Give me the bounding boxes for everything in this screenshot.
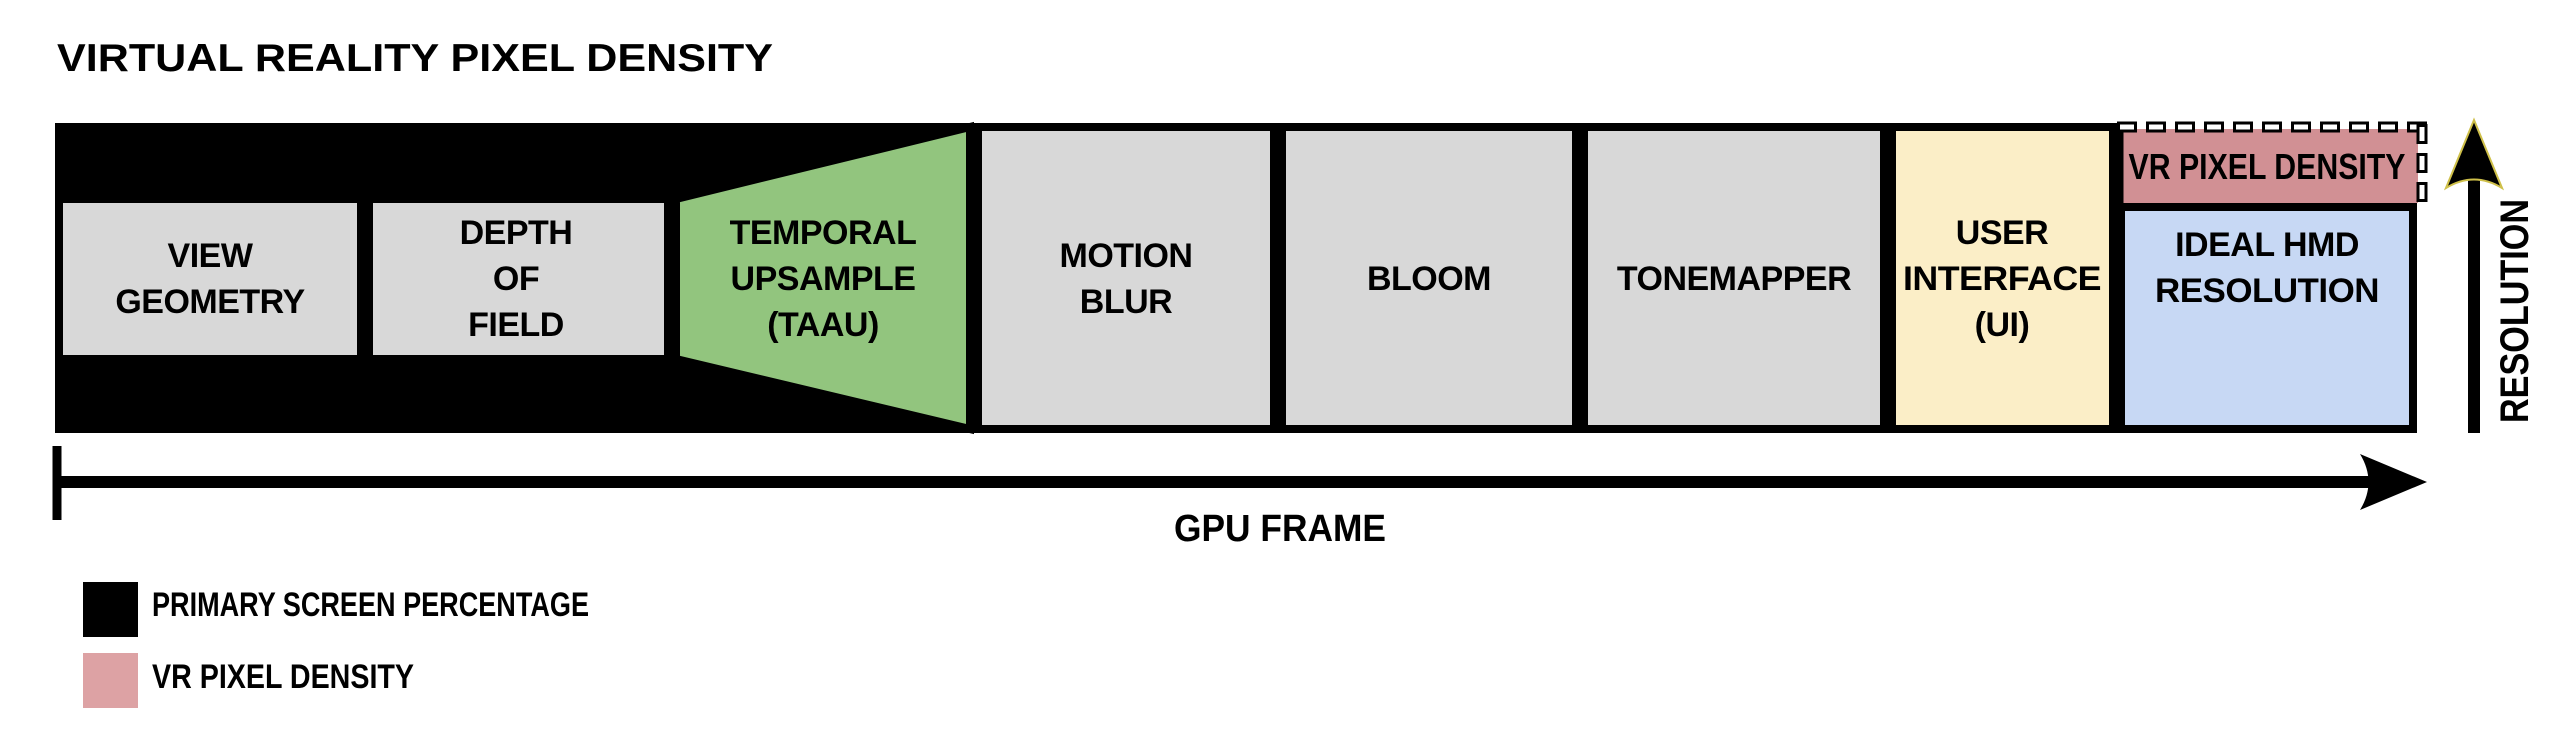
legend-swatch-primary-screen-percentage (83, 582, 138, 637)
stage-label-user-interface-line1: USER (1956, 214, 2048, 252)
legend-label-primary-screen-percentage: PRIMARY SCREEN PERCENTAGE (152, 586, 589, 624)
legend-swatch-vr-pixel-density (83, 653, 138, 708)
stage-label-motion-blur-line2: BLUR (1080, 283, 1172, 321)
stage-label-tonemapper: TONEMAPPER (1617, 260, 1851, 298)
stage-trapezoid-temporal-upsample (672, 121, 974, 435)
stage-label-user-interface-line3: (UI) (1975, 306, 2030, 344)
legend-label-vr-pixel-density: VR PIXEL DENSITY (152, 658, 414, 696)
legend: PRIMARY SCREEN PERCENTAGE VR PIXEL DENSI… (83, 582, 589, 708)
stage-box-user-interface (1888, 123, 2117, 433)
stage-box-view-geometry (55, 195, 365, 363)
stage-box-bloom (1278, 123, 1580, 433)
stage-label-temporal-upsample-line3: (TAAU) (767, 306, 879, 344)
vr-pixel-density-strip-label: VR PIXEL DENSITY (2129, 146, 2406, 187)
stage-label-ideal-hmd-line1: IDEAL HMD (2175, 226, 2359, 264)
vr-pixel-density-strip (2115, 129, 2418, 203)
stage-box-motion-blur (974, 123, 1278, 433)
diagram-title: VIRTUAL REALITY PIXEL DENSITY (57, 37, 773, 80)
stage-label-depth-of-field-line3: FIELD (468, 306, 564, 344)
stage-box-tonemapper (1580, 123, 1888, 433)
stage-label-depth-of-field-line2: OF (493, 260, 539, 298)
x-axis-arrowhead-icon (2360, 454, 2427, 510)
y-axis-arrowhead-icon (2443, 117, 2505, 191)
stage-box-ideal-hmd-resolution (2117, 203, 2417, 433)
stage-label-ideal-hmd-line2: RESOLUTION (2155, 272, 2379, 310)
stage-label-temporal-upsample-line1: TEMPORAL (730, 214, 917, 252)
stage-label-user-interface-line2: INTERFACE (1903, 260, 2101, 298)
stage-box-depth-of-field (365, 195, 672, 363)
stage-label-depth-of-field-line1: DEPTH (460, 214, 573, 252)
x-axis-label: GPU FRAME (1174, 508, 1386, 550)
y-axis-label: RESOLUTION (2493, 199, 2537, 423)
stage-label-bloom: BLOOM (1367, 260, 1491, 298)
stage-label-view-geometry-line2: GEOMETRY (115, 283, 305, 321)
stage-label-temporal-upsample-line2: UPSAMPLE (731, 260, 916, 298)
stage-label-motion-blur-line1: MOTION (1060, 237, 1193, 275)
stage-label-view-geometry-line1: VIEW (168, 237, 254, 275)
